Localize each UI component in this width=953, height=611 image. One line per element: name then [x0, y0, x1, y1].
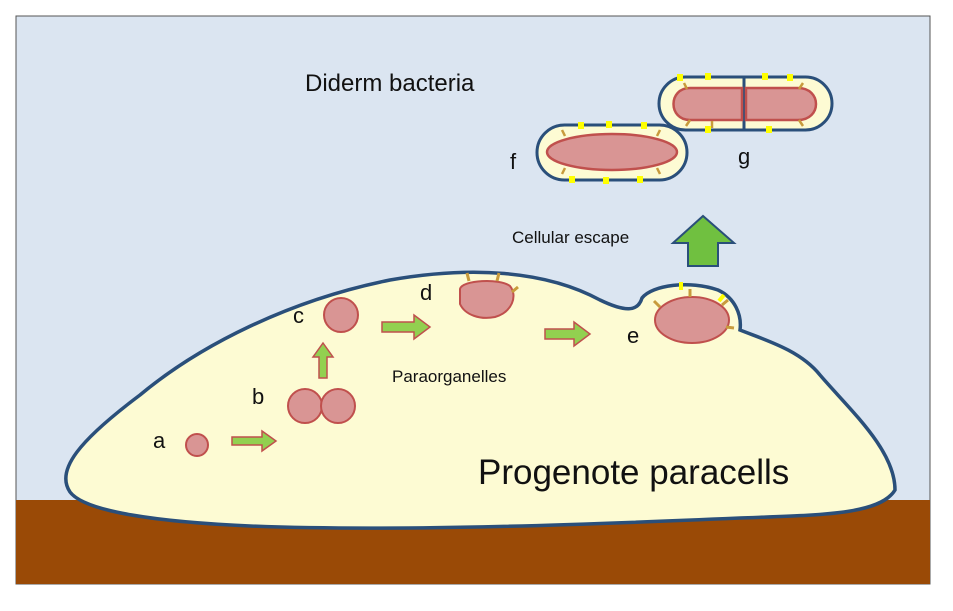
porins-f [560, 129, 662, 175]
paraorganelle-b-left [287, 388, 323, 424]
paraorganelle-d [459, 280, 515, 319]
title-label: Diderm bacteria [305, 70, 475, 97]
stage-label-a: a [153, 428, 166, 453]
stage-label-g: g [738, 144, 750, 169]
bacterium-g [657, 73, 834, 133]
stage-label-b: b [252, 384, 264, 409]
stage-label-d: d [420, 280, 432, 305]
cellular-escape-label: Cellular escape [512, 228, 629, 247]
arrow-b-to-c [311, 341, 335, 379]
porins-e [652, 289, 735, 330]
paraorganelle-a [185, 433, 209, 457]
progenote-paracells-label: Progenote paracells [478, 453, 789, 492]
paraorganelles-label: Paraorganelles [392, 367, 506, 386]
paraorganelle-e [654, 296, 730, 344]
pili-e [679, 282, 726, 303]
pili-g [677, 73, 793, 133]
arrow-a-to-b [231, 429, 278, 453]
cellular-escape-arrow [670, 214, 737, 267]
stage-label-e: e [627, 323, 639, 348]
arrow-d-to-e [544, 320, 592, 348]
arrow-c-to-d [381, 313, 432, 341]
paraorganelle-c [323, 297, 359, 333]
pili-f [569, 121, 647, 184]
stage-label-f: f [510, 149, 517, 174]
bacterium-f [535, 121, 689, 184]
paraorganelle-b-right [320, 388, 356, 424]
stage-label-c: c [293, 303, 304, 328]
porins-d [465, 272, 519, 294]
porins-g [682, 82, 805, 128]
